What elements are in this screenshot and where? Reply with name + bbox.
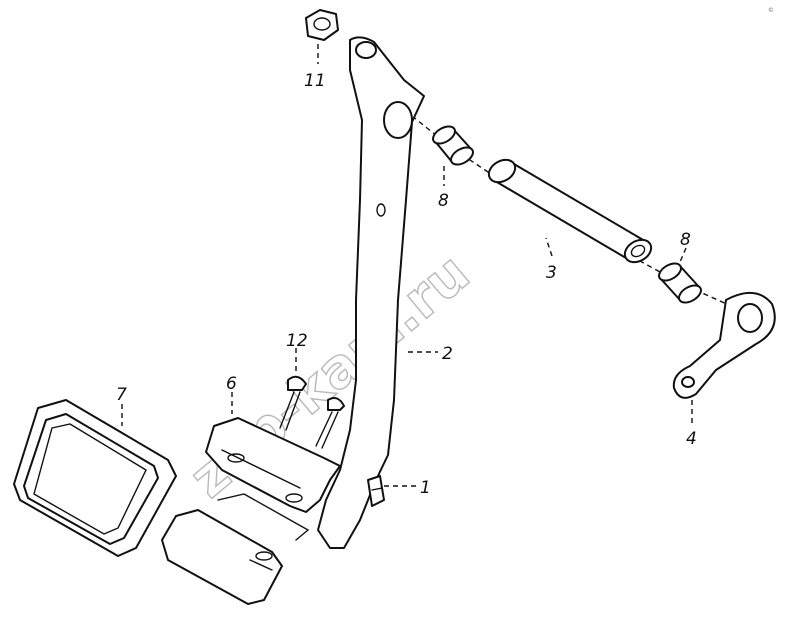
callout-6: 6 xyxy=(226,374,237,394)
part-7-pedal-pad xyxy=(13,399,177,557)
part-11-nut xyxy=(305,9,339,41)
callout-12: 12 xyxy=(286,331,308,351)
lever-top-hole xyxy=(355,41,377,59)
part-1-clip xyxy=(367,475,385,507)
callout-8-upper: 8 xyxy=(438,191,449,211)
part-8-bushing-lower xyxy=(658,262,702,304)
leader-3 xyxy=(545,237,553,257)
part-12-pins xyxy=(279,375,345,449)
callout-1: 1 xyxy=(420,478,431,498)
leader-8b xyxy=(679,247,687,263)
part-pad-plate xyxy=(161,493,310,605)
callout-7: 7 xyxy=(116,385,127,405)
part-6-bracket xyxy=(205,417,341,513)
arm-small-hole xyxy=(681,376,695,388)
lever-axle-hole xyxy=(383,101,413,139)
part-4-lever-arm xyxy=(672,292,776,399)
callout-3: 3 xyxy=(546,263,557,283)
callout-4: 4 xyxy=(686,429,697,449)
part-8-bushing-upper xyxy=(432,125,474,166)
lever-small-hole xyxy=(376,203,386,217)
part-3-tube xyxy=(487,158,653,264)
corner-mark: © xyxy=(768,7,774,14)
callout-2: 2 xyxy=(442,344,453,364)
arm-large-hole xyxy=(737,303,763,333)
callout-11: 11 xyxy=(304,71,326,91)
part-2-pedal-lever xyxy=(317,36,425,549)
callout-8-lower: 8 xyxy=(680,230,691,250)
